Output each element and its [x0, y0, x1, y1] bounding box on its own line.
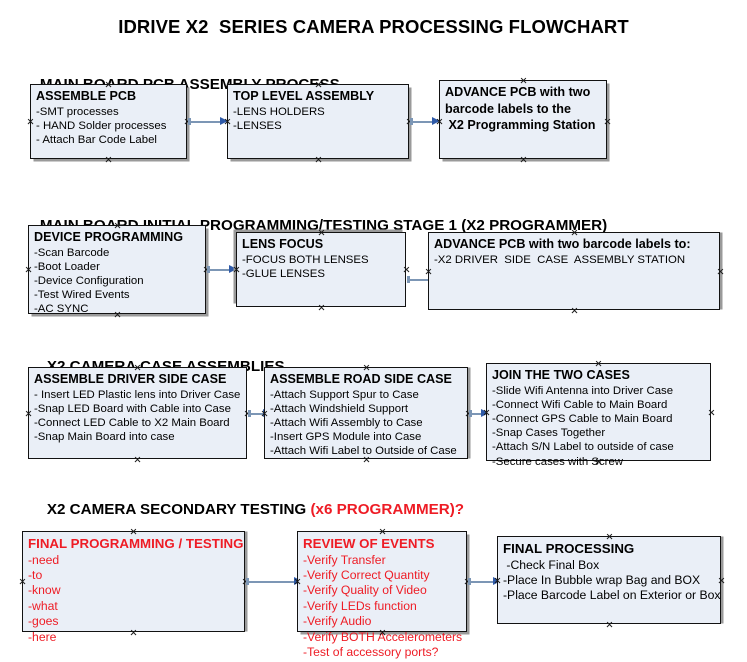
node-advance-pcb-driver-side[interactable]: ADVANCE PCB with two barcode labels to: … [428, 232, 720, 310]
node-line: -LENSES [233, 119, 282, 132]
node-line: barcode labels to the [445, 101, 571, 116]
node-line-overflow: -Test of accessory ports? [303, 644, 439, 659]
connector-tail [188, 118, 191, 126]
node-line: -need [28, 552, 60, 567]
arrowhead-icon [229, 265, 237, 274]
connector-tail [410, 118, 413, 126]
node-line: -goes [28, 614, 59, 629]
connector-tail [207, 266, 210, 274]
node-line: - Attach Bar Code Label [36, 133, 157, 146]
connector-tail [469, 409, 472, 417]
node-line: -Secure cases with Screw [492, 455, 624, 468]
connector-tail [246, 577, 249, 585]
node-line: -Attach Windshield Support [270, 402, 409, 415]
node-line: -Boot Loader [34, 260, 100, 273]
connector-arrow [207, 265, 237, 274]
node-title: FINAL PROCESSING [503, 541, 635, 556]
node-line: -Verify Correct Quantity [303, 567, 430, 582]
connector-arrow [246, 576, 302, 585]
node-line: -Insert GPS Module into Case [270, 431, 422, 444]
node-line: -AC SYNC [34, 303, 89, 316]
node-line: -Check Final Box [503, 557, 600, 572]
node-line: -Attach Wifi Assembly to Case [270, 416, 423, 429]
node-title: ADVANCE PCB with two barcode labels to: [434, 237, 691, 251]
node-advance-pcb-programming-station[interactable]: ADVANCE PCB with two barcode labels to t… [439, 80, 607, 159]
arrowhead-icon [432, 117, 440, 126]
node-line: -Verify LEDs function [303, 598, 417, 613]
node-final-programming-testing[interactable]: FINAL PROGRAMMING / TESTING -need -to -k… [22, 531, 245, 644]
connector-arrow [407, 275, 437, 284]
connector-arrow [248, 408, 271, 417]
node-line: - Insert LED Plastic lens into Driver Ca… [34, 388, 241, 401]
node-line: -Verify BOTH Accelerometers [303, 629, 463, 644]
node-lens-focus[interactable]: LENS FOCUS -FOCUS BOTH LENSES -GLUE LENS… [236, 232, 406, 307]
arrowhead-icon [220, 117, 228, 126]
connector-arrow [469, 408, 489, 417]
connector-tail [248, 409, 251, 417]
section-heading-4: X2 CAMERA SECONDARY TESTING (x6 PROGRAMM… [30, 484, 464, 535]
node-assemble-pcb[interactable]: ASSEMBLE PCB -SMT processes - HAND Solde… [30, 84, 187, 159]
connector-arrow [410, 117, 440, 126]
node-line: -GLUE LENSES [242, 267, 325, 280]
node-line: -Test Wired Events [34, 289, 130, 302]
node-final-processing[interactable]: FINAL PROCESSING -Check Final Box -Place… [497, 536, 721, 624]
node-line: -Connect GPS Cable to Main Board [492, 412, 673, 425]
node-title: ASSEMBLE DRIVER SIDE CASE [34, 372, 227, 386]
node-line: - HAND Solder processes [36, 119, 167, 132]
node-line: -Verify Quality of Video [303, 583, 427, 598]
node-line: -Snap Cases Together [492, 427, 606, 440]
connector-arrow [188, 117, 228, 126]
node-line: -Place In Bubble wrap Bag and BOX [503, 572, 701, 587]
node-title: DEVICE PROGRAMMING [34, 230, 184, 244]
connector-arrow [468, 576, 501, 585]
node-line: -what [28, 598, 58, 613]
node-line: -X2 DRIVER SIDE CASE ASSEMBLY STATION [434, 253, 686, 266]
node-line: -Attach Wifi Label to Outside of Case [270, 445, 457, 458]
node-assemble-road-side-case[interactable]: ASSEMBLE ROAD SIDE CASE -Attach Support … [264, 367, 468, 459]
node-line: X2 Programming Station [445, 118, 596, 132]
node-line: -Snap LED Board with Cable into Case [34, 402, 231, 415]
node-review-of-events[interactable]: REVIEW OF EVENTS -Verify Transfer -Verif… [297, 531, 467, 659]
page-title: IDRIVE X2 SERIES CAMERA PROCESSING FLOWC… [118, 16, 629, 37]
node-line: -Verify Audio [303, 614, 372, 629]
node-line: -FOCUS BOTH LENSES [242, 253, 369, 266]
node-assemble-driver-side-case[interactable]: ASSEMBLE DRIVER SIDE CASE - Insert LED P… [28, 367, 247, 459]
node-line: -here [28, 629, 57, 644]
section-heading-4-accent: (x6 PROGRAMMER)? [310, 501, 465, 518]
node-line: -to [28, 567, 43, 582]
connector-tail [407, 276, 410, 284]
node-top-level-assembly[interactable]: TOP LEVEL ASSEMBLY -LENS HOLDERS -LENSES [227, 84, 409, 159]
node-line: -Slide Wifi Antenna into Driver Case [492, 384, 674, 397]
node-device-programming[interactable]: DEVICE PROGRAMMING -Scan Barcode -Boot L… [28, 225, 206, 316]
node-line: -LENS HOLDERS [233, 105, 325, 118]
node-title: REVIEW OF EVENTS [303, 536, 435, 551]
node-title: JOIN THE TWO CASES [492, 368, 630, 382]
node-line: -Place Barcode Label on Exterior or Box [503, 588, 721, 603]
node-line: -Snap Main Board into case [34, 431, 175, 444]
node-line: -Connect Wifi Cable to Main Board [492, 398, 668, 411]
node-line: -Verify Transfer [303, 552, 386, 567]
node-title: FINAL PROGRAMMING / TESTING [28, 536, 244, 551]
node-line: -SMT processes [36, 105, 119, 118]
node-title: TOP LEVEL ASSEMBLY [233, 89, 375, 103]
node-line: -know [28, 583, 61, 598]
node-line: -Attach S/N Label to outside of case [492, 441, 674, 454]
node-line: -Attach Support Spur to Case [270, 388, 419, 401]
node-line: -Connect LED Cable to X2 Main Board [34, 416, 230, 429]
arrowhead-icon [481, 408, 489, 417]
node-title: LENS FOCUS [242, 237, 324, 251]
node-line: -Scan Barcode [34, 246, 110, 259]
section-heading-4-text: X2 CAMERA SECONDARY TESTING [46, 501, 311, 518]
node-title: ASSEMBLE ROAD SIDE CASE [270, 372, 452, 386]
connector-tail [468, 577, 471, 585]
node-join-the-two-cases[interactable]: JOIN THE TWO CASES -Slide Wifi Antenna i… [486, 363, 711, 468]
node-title: ADVANCE PCB with two [445, 85, 591, 99]
node-line: -Device Configuration [34, 274, 144, 287]
node-title: ASSEMBLE PCB [36, 89, 137, 103]
